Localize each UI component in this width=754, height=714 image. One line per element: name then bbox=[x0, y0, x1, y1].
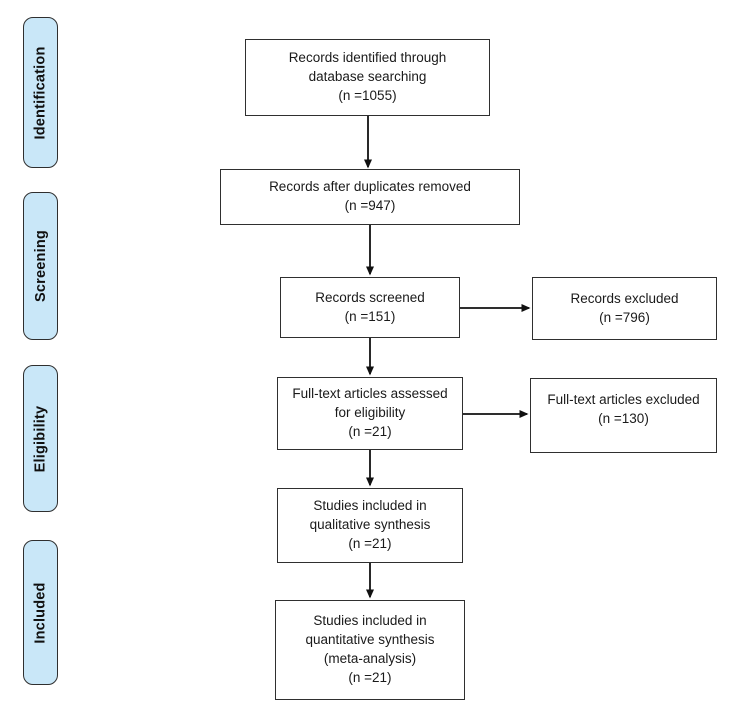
box-fulltext-excluded-text: Full-text articles excluded (n =130) bbox=[547, 392, 700, 426]
box-records-excluded: Records excluded (n =796) bbox=[532, 277, 717, 340]
box-records-identified: Records identified through database sear… bbox=[245, 39, 490, 116]
stage-identification: Identification bbox=[23, 17, 58, 168]
box-duplicates-removed: Records after duplicates removed (n =947… bbox=[220, 169, 520, 225]
stage-identification-label: Identification bbox=[32, 45, 49, 140]
box-duplicates-removed-text: Records after duplicates removed (n =947… bbox=[269, 179, 471, 213]
stage-eligibility-label: Eligibility bbox=[32, 405, 49, 472]
box-records-screened: Records screened (n =151) bbox=[280, 277, 460, 338]
stage-eligibility: Eligibility bbox=[23, 365, 58, 512]
box-records-screened-text: Records screened (n =151) bbox=[315, 289, 425, 324]
stage-included: Included bbox=[23, 540, 58, 685]
stage-screening-label: Screening bbox=[32, 230, 49, 302]
box-records-identified-text: Records identified through database sear… bbox=[288, 50, 447, 103]
box-qualitative-synthesis: Studies included in qualitative synthesi… bbox=[277, 488, 463, 563]
box-fulltext-excluded: Full-text articles excluded (n =130) bbox=[530, 378, 717, 453]
stage-included-label: Included bbox=[32, 581, 49, 644]
box-fulltext-assessed: Full-text articles assessed for eligibil… bbox=[277, 377, 463, 450]
box-records-excluded-text: Records excluded (n =796) bbox=[570, 290, 679, 325]
box-fulltext-assessed-text: Full-text articles assessed for eligibil… bbox=[292, 386, 448, 439]
stage-screening: Screening bbox=[23, 192, 58, 340]
box-quantitative-synthesis-text: Studies included in quantitative synthes… bbox=[305, 613, 435, 685]
box-quantitative-synthesis: Studies included in quantitative synthes… bbox=[275, 600, 465, 700]
box-qualitative-synthesis-text: Studies included in qualitative synthesi… bbox=[309, 498, 431, 551]
